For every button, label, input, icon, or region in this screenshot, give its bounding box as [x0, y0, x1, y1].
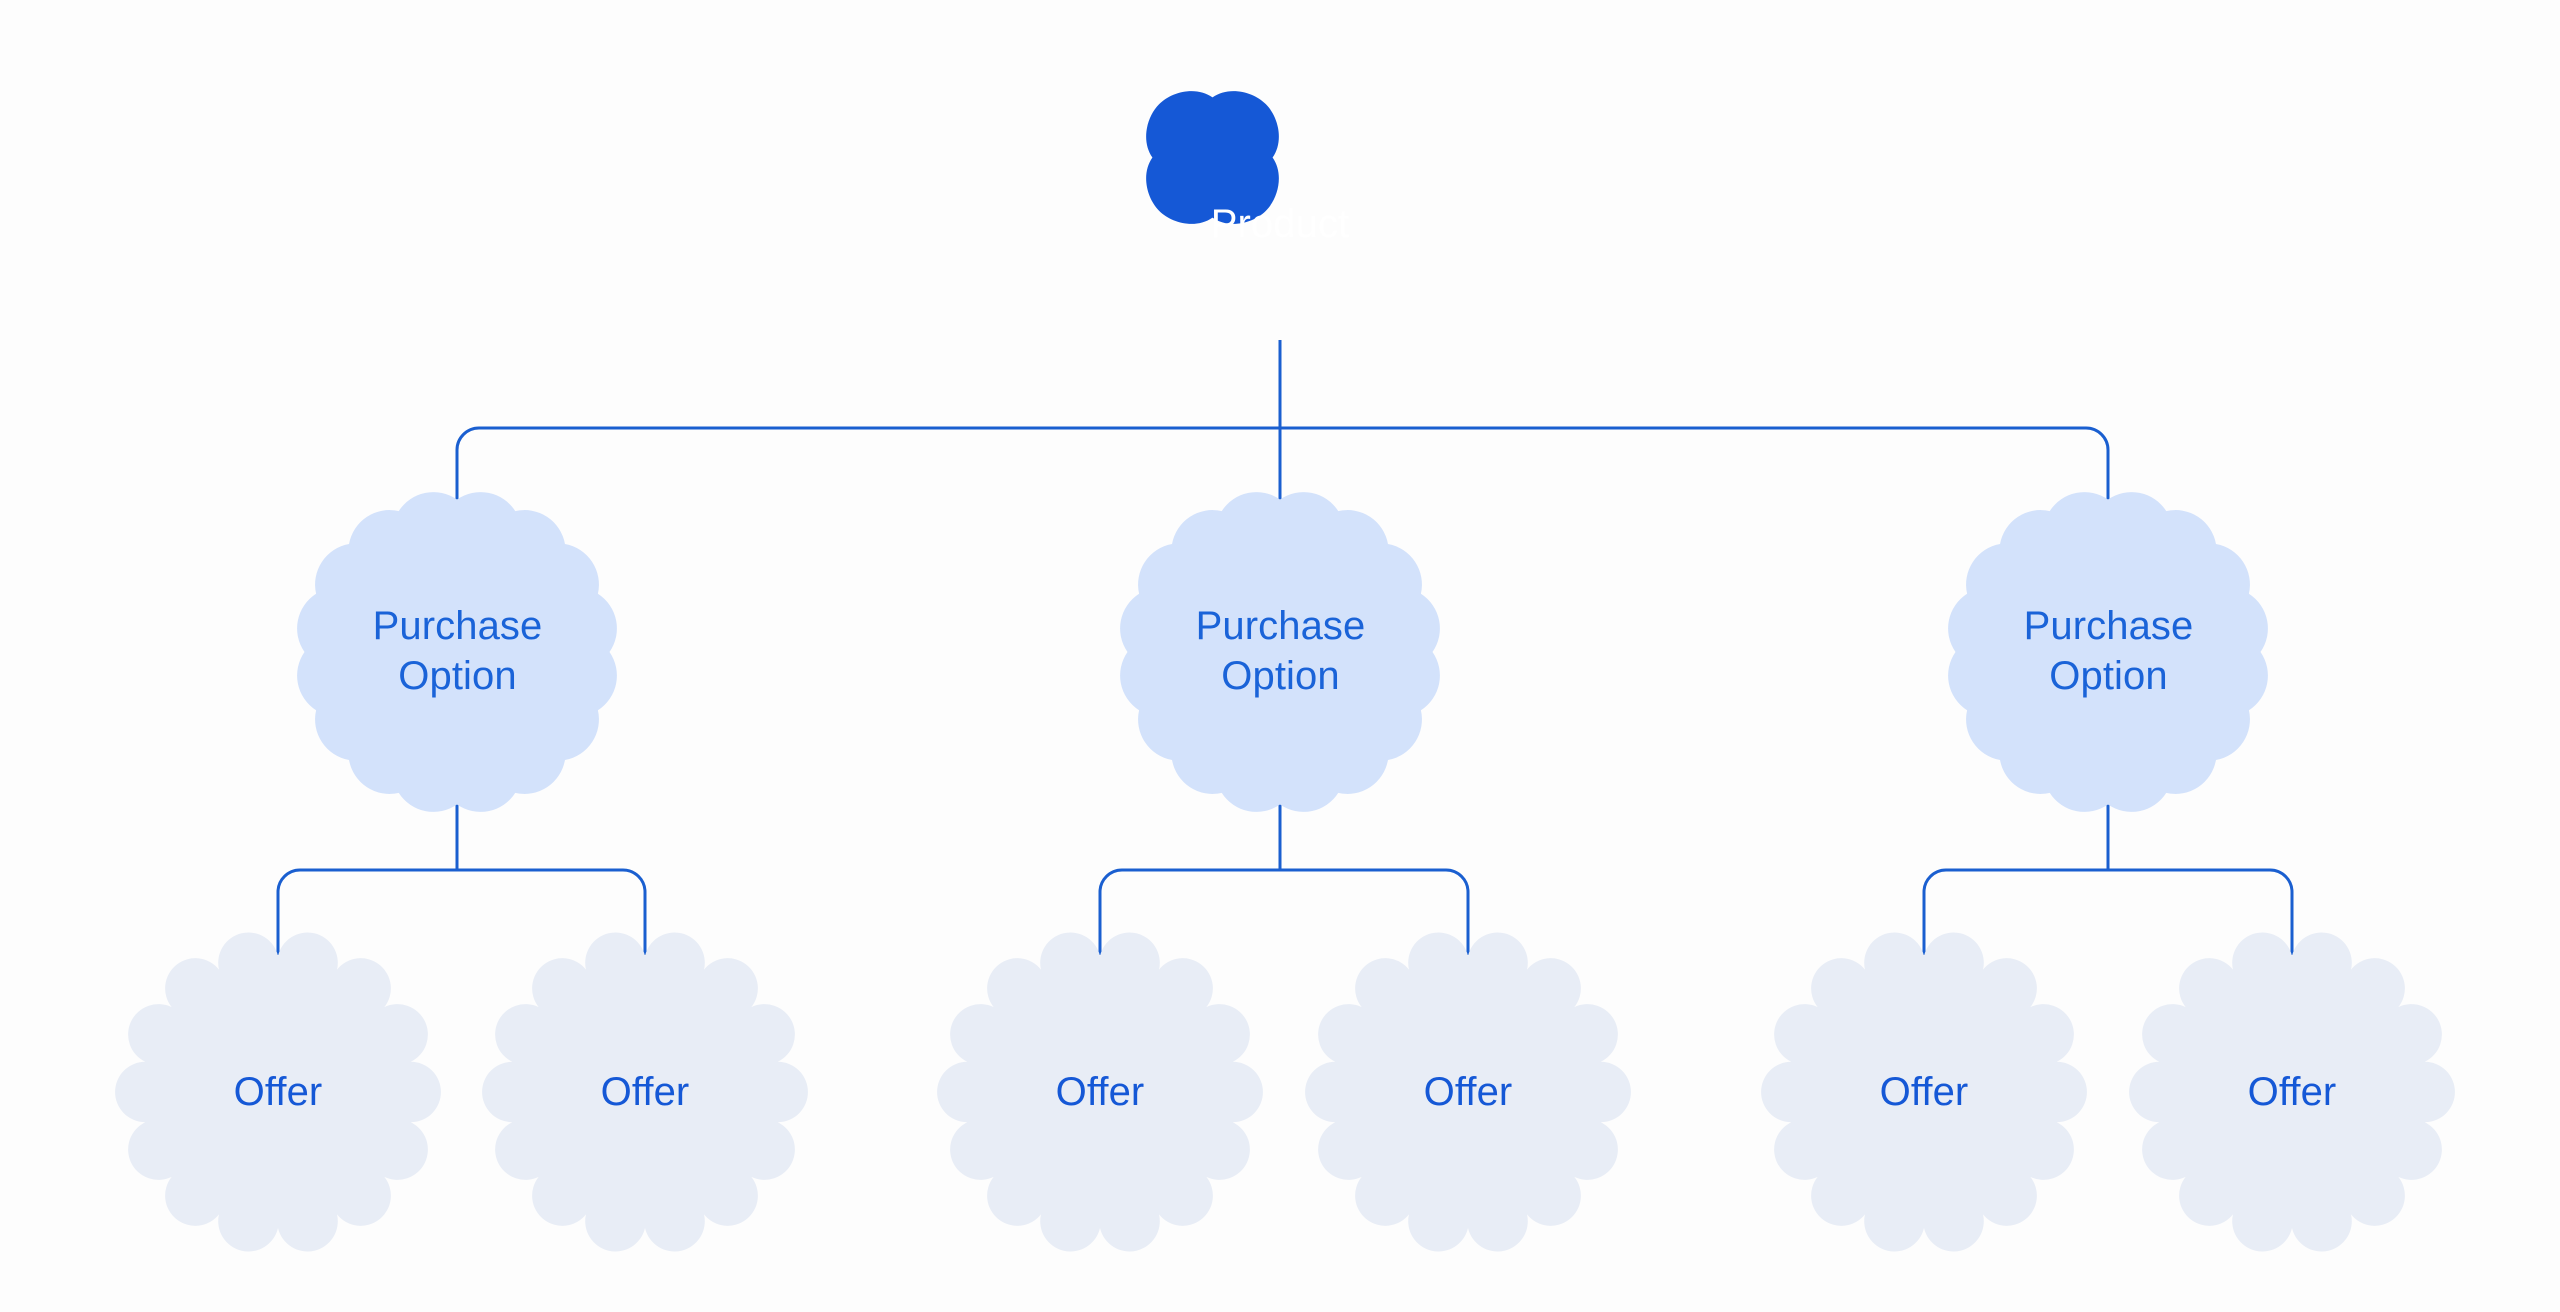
node-product[interactable]: [1146, 91, 1279, 224]
product-shape[interactable]: [1146, 91, 1279, 224]
node-offer-2-2[interactable]: [1305, 932, 1631, 1252]
node-offer-3-2[interactable]: [2129, 932, 2455, 1252]
connector-po2-to-offer1: [1098, 868, 1280, 955]
purchase-option-2-shape[interactable]: [1120, 492, 1440, 812]
offer-2-2-shape[interactable]: [1305, 932, 1631, 1252]
purchase-option-1-shape[interactable]: [297, 492, 617, 812]
node-offer-1-2[interactable]: [482, 932, 808, 1252]
connector-po3-to-offer1: [1922, 868, 2108, 955]
node-offer-2-1[interactable]: [937, 932, 1263, 1252]
offer-3-2-shape[interactable]: [2129, 932, 2455, 1252]
node-offer-3-1[interactable]: [1761, 932, 2087, 1252]
offer-2-1-shape[interactable]: [937, 932, 1263, 1252]
connector-po2-to-offer2: [1280, 868, 1470, 955]
connector-root-to-po3: [1280, 426, 2110, 515]
purchase-option-3-shape[interactable]: [1948, 492, 2268, 812]
connector-po1-to-offer1: [276, 868, 457, 955]
connector-po3-to-offer2: [2108, 868, 2294, 955]
node-offer-1-1[interactable]: [115, 932, 441, 1252]
connector-po1-to-offer2: [457, 868, 647, 955]
offer-3-1-shape[interactable]: [1761, 932, 2087, 1252]
node-purchase-option-3[interactable]: [1948, 492, 2268, 812]
node-purchase-option-2[interactable]: [1120, 492, 1440, 812]
offer-1-2-shape[interactable]: [482, 932, 808, 1252]
node-purchase-option-1[interactable]: [297, 492, 617, 812]
connector-root-to-po1: [455, 426, 1280, 515]
offer-1-1-shape[interactable]: [115, 932, 441, 1252]
